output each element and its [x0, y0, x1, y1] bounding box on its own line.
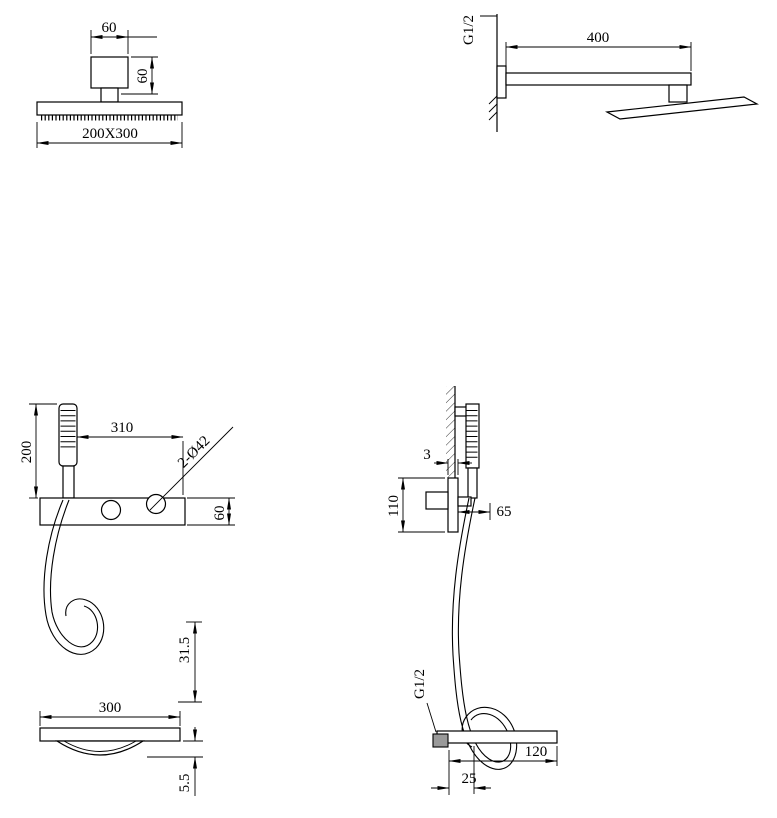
hose-outer	[451, 497, 518, 770]
thread-leader	[426, 702, 437, 733]
diverter-hole-left	[100, 499, 122, 521]
dimension-inlet-offset: 25	[431, 746, 491, 794]
dimension-plate-thickness: 3	[423, 447, 472, 475]
spout-front-view: 31.5 300 5.5	[39, 621, 203, 796]
dimension-block-width: 60	[90, 20, 157, 54]
hand-shower-panel-side-view: 3 110 65	[386, 386, 518, 770]
spout-plate	[39, 727, 181, 742]
dim-label-depth: 65	[497, 504, 512, 520]
inlet-connector	[432, 733, 449, 748]
shower-arm-side-view: G1/2 400	[461, 14, 759, 132]
dimension-block-height: 60	[121, 56, 158, 95]
dimension-spout-width: 300	[39, 700, 181, 726]
shower-plate	[36, 101, 183, 116]
dim-label-panel-width: 310	[111, 420, 134, 436]
dimension-lip-thickness: 5.5	[147, 727, 203, 796]
spout-bar	[436, 730, 558, 744]
hand-shower-head	[58, 403, 78, 467]
spout-side-view: G1/2 120 25	[412, 669, 558, 795]
dim-label-spout-length: 120	[525, 744, 548, 760]
shower-head-front-view: 60 60 200X300	[36, 20, 183, 148]
dim-label-spout-width: 300	[99, 700, 122, 716]
mount-neck	[100, 87, 119, 103]
dimension-depth: 65	[457, 503, 512, 520]
hose-inner	[457, 497, 512, 763]
hose-outer	[43, 499, 105, 655]
dim-label-plate-size: 200X300	[82, 126, 138, 142]
dim-label-panel-height: 60	[212, 506, 228, 521]
panel-plate-side	[447, 477, 459, 533]
mount-block	[90, 56, 129, 89]
dimension-spout-length: 120	[448, 744, 558, 795]
shower-arm	[505, 72, 692, 86]
wall-hatching	[446, 386, 455, 478]
outlet-stub	[457, 496, 472, 507]
dim-label-panel-height-side: 110	[386, 495, 402, 517]
hand-shower-handle	[62, 465, 75, 499]
shower-plate-perspective	[605, 96, 759, 120]
dim-label-handshower-height: 200	[19, 441, 35, 464]
dimension-panel-width: 310	[76, 420, 184, 495]
wall-flange	[496, 65, 507, 99]
dimension-height: 31.5	[177, 621, 202, 703]
arm-connector	[668, 84, 688, 103]
dim-label-height: 31.5	[177, 637, 193, 663]
waterfall-lip-inner	[63, 740, 137, 752]
dim-label-lip-thickness: 5.5	[177, 774, 193, 793]
dim-label-inlet-offset: 25	[462, 771, 477, 787]
wall-bracket	[454, 406, 468, 417]
dimension-panel-height-side: 110	[386, 477, 445, 533]
dim-label-block-height: 60	[135, 69, 151, 84]
dimension-arm-length: 400	[505, 30, 692, 71]
hose-inner	[49, 499, 99, 648]
hand-shower-panel-front-view: 200 310 2-Ø42 60	[19, 403, 235, 655]
dim-label-plate-thickness: 3	[423, 447, 431, 463]
dim-label-block-width: 60	[102, 20, 117, 36]
thread-label: G1/2	[461, 15, 477, 45]
hand-shower-handle-side	[467, 467, 478, 499]
control-knob	[425, 491, 449, 510]
dimension-handshower-height: 200	[19, 403, 57, 499]
thread-label: G1/2	[412, 669, 428, 699]
dimension-plate-size: 200X300	[36, 122, 183, 148]
dim-label-arm-length: 400	[587, 30, 610, 46]
waterfall-lip	[54, 740, 146, 756]
dimension-panel-height: 60	[187, 497, 235, 526]
